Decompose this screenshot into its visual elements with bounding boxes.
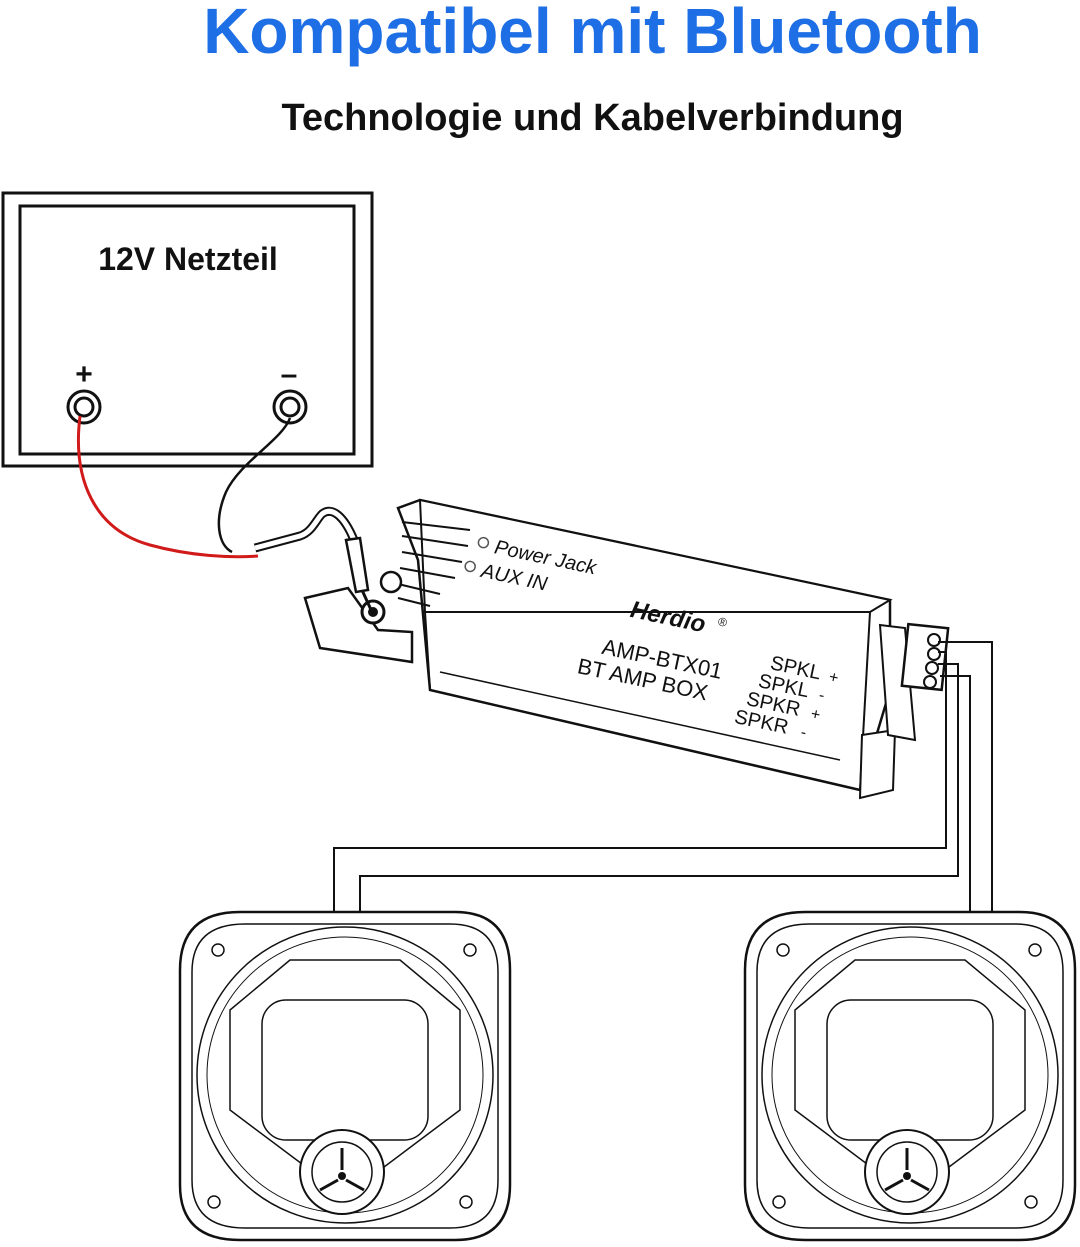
plus-sign: + — [75, 358, 93, 391]
brand-mark: ® — [717, 614, 729, 630]
speaker-wires — [333, 641, 993, 912]
power-supply: 12V Netzteil + – — [1, 191, 374, 468]
page-title: Kompatibel mit Bluetooth — [203, 0, 982, 67]
output-sign-spkr-plus: + — [809, 706, 822, 725]
positive-wire — [76, 415, 259, 559]
power-plug-icon — [344, 536, 370, 594]
aux-jack-icon — [379, 570, 403, 594]
right-speaker — [743, 910, 1077, 1242]
output-sign-spkl-minus: - — [817, 687, 826, 705]
minus-sign: – — [281, 358, 298, 391]
output-sign-spkr-minus: - — [799, 724, 808, 742]
amplifier-box: Power Jack AUX IN Herdio ® AMP-BTX01 BT … — [303, 498, 950, 800]
power-supply-label: 12V Netzteil — [98, 241, 278, 277]
output-sign-spkl-plus: + — [827, 669, 840, 688]
left-speaker — [178, 910, 512, 1242]
negative-wire — [217, 417, 292, 554]
negative-terminal-icon — [272, 389, 308, 425]
page-subtitle: Technologie und Kabelverbindung — [281, 97, 904, 139]
positive-terminal-icon — [66, 389, 102, 425]
